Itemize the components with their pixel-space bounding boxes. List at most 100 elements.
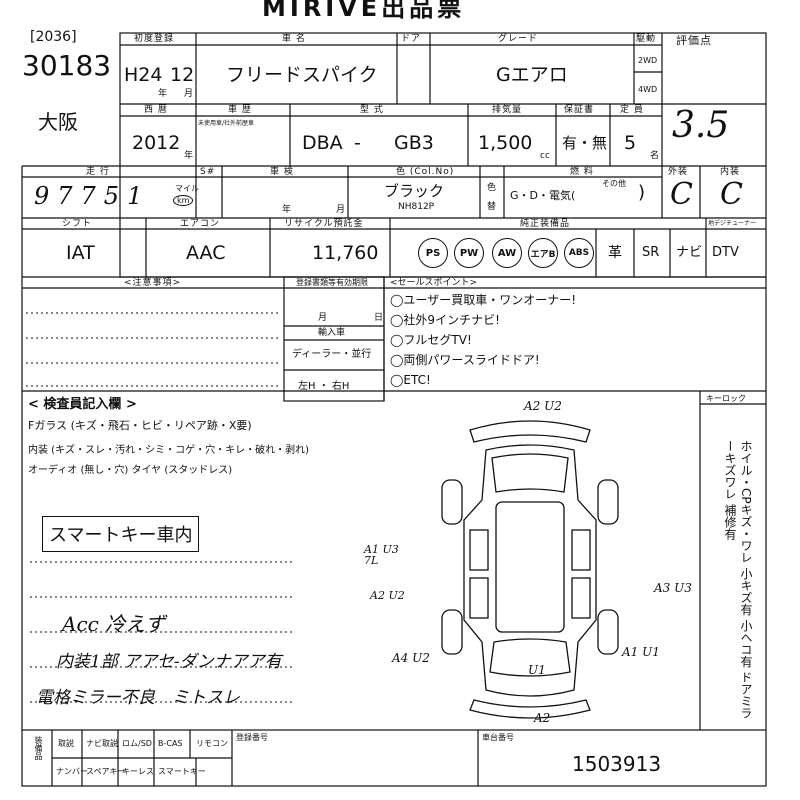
label-import: 輸入車 <box>318 328 346 338</box>
roof <box>495 501 565 633</box>
color-change-1: 色 <box>487 183 497 193</box>
mark-front-left: A4 U2 <box>392 651 430 665</box>
label-reg-no: 登録番号 <box>236 733 268 742</box>
car-diagram <box>441 420 619 719</box>
sales-point-4: ◯両側パワースライドドア! <box>390 353 540 367</box>
right-front-door <box>571 577 591 619</box>
color-code: NH812P <box>398 202 435 212</box>
label-serial: S# <box>200 167 216 177</box>
label-first-reg: 初度登録 <box>134 34 175 44</box>
seats: 5 <box>624 132 637 154</box>
footer-navi: ナビ取説 <box>86 739 118 748</box>
label-fuel: 燃 料 <box>570 167 594 177</box>
wheel-rear-left <box>441 479 463 525</box>
handwritten-note-3: 電格ミラー不良 ミトスレ <box>36 688 240 708</box>
label-caution: <注意事項> <box>124 278 182 288</box>
equip-sr: SR <box>642 245 660 260</box>
import-type: ディーラー・並行 <box>292 349 372 360</box>
label-mileage: 走 行 <box>86 167 110 177</box>
label-grade: グレード <box>498 34 539 44</box>
sheet-title: MIRIVE出品票 <box>262 0 466 22</box>
left-front-door <box>469 577 489 619</box>
sales-point-5: ◯ETC! <box>390 373 431 387</box>
wheel-rear-right <box>597 479 619 525</box>
mark-rear: A2 U2 <box>524 399 562 413</box>
label-chassis-no: 車台番号 <box>482 733 514 742</box>
equip-ps: PS <box>418 238 448 268</box>
label-doc-deadline: 登録書類等有効期限 <box>296 278 368 287</box>
footer-spare: スペアキー <box>86 767 126 776</box>
label-car-name: 車 名 <box>282 34 306 44</box>
lot-number: 30183 <box>22 49 112 82</box>
month-unit: 月 <box>184 89 194 99</box>
interior-label: 内装 (キズ・スレ・汚れ・シミ・コゲ・穴・キレ・破れ・剥れ) <box>28 445 309 456</box>
wheel-front-right <box>597 609 619 655</box>
inspector-title: < 検査員記入欄 > <box>28 397 137 412</box>
rear-bumper <box>469 420 591 443</box>
footer-number: ナンバー <box>56 767 88 776</box>
key-lock-notes: ホイル・CPキズ・ワレ 小キズ有 小ヘコ有 ドアミラーキズワレ 補修有 <box>723 440 753 720</box>
label-warranty: 保証書 <box>564 105 595 115</box>
model-code: GB3 <box>394 132 434 154</box>
handwritten-note-1: Acc 冷えず <box>62 612 166 636</box>
recycle-fee: 11,760 <box>312 242 379 264</box>
score-value: 3.5 <box>672 105 730 146</box>
mark-left-1: A1 U3 7L <box>364 543 399 567</box>
model-dash: - <box>354 132 361 154</box>
label-aircon: エアコン <box>180 219 221 229</box>
fuel-other-label: その他 <box>602 179 626 188</box>
shift: IAT <box>66 242 95 264</box>
inspection-month-unit: 月 <box>336 205 346 215</box>
footer-bcas: B-CAS <box>158 739 183 748</box>
label-key-lock: キーロック <box>706 394 746 403</box>
handle-side: 左H ・ 右H <box>298 381 350 392</box>
displacement-unit: cc <box>540 151 550 161</box>
seats-unit: 名 <box>650 151 660 161</box>
drive-2wd: 2WD <box>638 56 658 65</box>
equip-navi: ナビ <box>676 245 703 260</box>
label-history: 車 歴 <box>228 105 252 115</box>
wheel-front-left <box>441 609 463 655</box>
equip-leather: 革 <box>608 245 622 261</box>
mileage-unit-km: km <box>173 195 194 206</box>
label-score: 評価点 <box>676 34 712 47</box>
warranty: 有・無 <box>562 134 608 152</box>
color-name: ブラック <box>384 182 445 200</box>
body-outline <box>463 444 597 697</box>
label-sales-points: <セールスポイント> <box>390 278 478 288</box>
footer-rom: ロム/SD <box>122 739 152 748</box>
mark-right: A3 U3 <box>654 581 692 595</box>
fuel: G・D・電気( <box>510 189 576 202</box>
equip-dtv: DTV <box>712 245 739 260</box>
label-color: 色 (Col.No) <box>396 167 455 177</box>
label-equipment: 純正装備品 <box>520 219 571 229</box>
mileage: 97751 <box>34 182 151 210</box>
auction-location: 大阪 <box>38 110 78 134</box>
label-inspection: 車 検 <box>270 167 294 177</box>
displacement: 1,500 <box>478 132 533 154</box>
audio-label: オーディオ (無し・穴) タイヤ (スタッドレス) <box>28 465 233 476</box>
grade: Gエアロ <box>496 64 568 86</box>
mark-bottom: A2 <box>534 711 551 725</box>
label-recycle: リサイクル預託金 <box>284 219 364 229</box>
chassis-number: 1503913 <box>572 752 662 776</box>
footer-smartkey: スマートキー <box>158 767 206 776</box>
footer-tool: 取説 <box>58 739 74 748</box>
inspection-year-unit: 年 <box>282 205 292 215</box>
equip-pw: PW <box>454 238 484 268</box>
western-year: 2012 <box>132 132 181 154</box>
color-change-2: 替 <box>487 202 497 212</box>
label-drive: 駆動 <box>636 34 657 44</box>
western-year-unit: 年 <box>184 151 194 161</box>
interior-grade: C <box>720 177 743 212</box>
label-western-year: 西 暦 <box>144 105 168 115</box>
history-sub: 未使用車/社外前歴車 <box>198 120 255 127</box>
exterior-grade: C <box>670 177 693 212</box>
first-reg-month: 12 <box>170 64 195 86</box>
label-seats: 定 員 <box>620 105 644 115</box>
label-equipment-items: 装備品 <box>34 736 43 760</box>
mileage-unit-mile: マイル <box>175 184 199 193</box>
footer-remote: リモコン <box>196 739 228 748</box>
label-exterior: 外装 <box>668 167 689 177</box>
